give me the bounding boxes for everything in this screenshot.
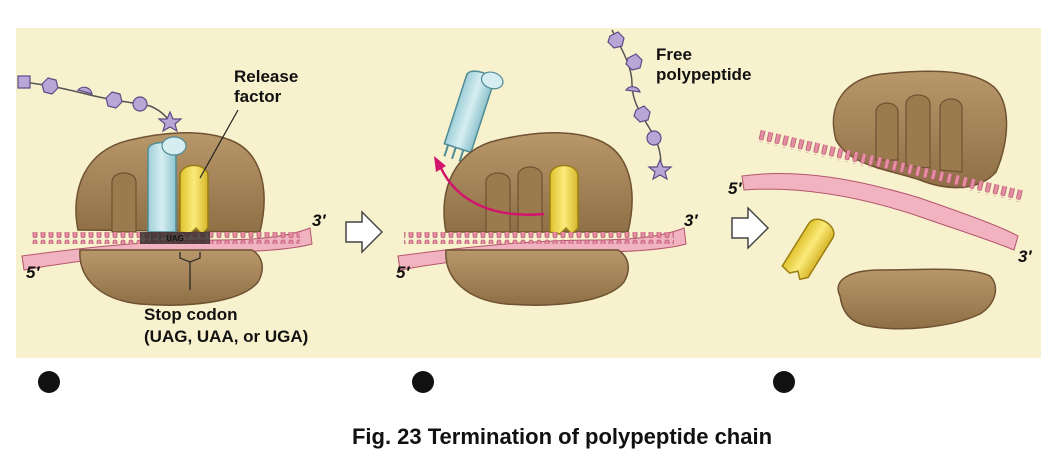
codon-label: UAG: [166, 234, 184, 243]
release-arrow: [438, 165, 545, 216]
ribosome-site: [111, 172, 137, 233]
ribosome-small-subunit: [445, 249, 630, 306]
label-release-factor-line1: Release: [234, 67, 298, 86]
ribosome-site: [939, 98, 963, 173]
step-arrow-2: [731, 206, 770, 250]
amino-acid-half: [624, 86, 641, 93]
amino-acid-circle: [646, 130, 662, 146]
amino-acid-hexagon: [105, 91, 123, 109]
amino-acid-star: [647, 158, 673, 181]
step-number-2: 2: [412, 371, 434, 393]
svg-text:1: 1: [45, 375, 53, 392]
label-release-factor-line2: factor: [234, 87, 282, 106]
mrna-3: [741, 129, 1024, 251]
panel-1: UAG Release factor Stop codon (UAG, UAA,…: [17, 67, 326, 346]
step-arrow-1: [345, 210, 384, 254]
amino-acid-circle: [132, 96, 148, 112]
ribosome-site: [905, 94, 931, 169]
trna-released: [443, 70, 504, 162]
svg-text:2: 2: [419, 375, 427, 392]
release-factor-1: [179, 164, 209, 236]
mrna-5-prime: 5′: [396, 263, 410, 282]
release-factor-3: [781, 218, 835, 281]
label-stop-codon-line2: (UAG, UAA, or UGA): [144, 327, 308, 346]
free-polypeptide: [607, 29, 673, 181]
amino-acid-hexagon: [633, 105, 651, 123]
amino-acid-hexagon: [607, 31, 625, 49]
release-factor-leader: [199, 109, 239, 179]
release-factor-2: [549, 164, 579, 236]
mrna-3-prime: 3′: [1018, 247, 1032, 266]
amino-acid-hexagon: [41, 77, 59, 95]
svg-text:3: 3: [780, 375, 788, 392]
mrna-5-prime: 5′: [728, 179, 742, 198]
ribosome-site: [875, 102, 899, 161]
release-arrowhead: [434, 156, 446, 172]
polypeptide-chain-1: [17, 75, 183, 133]
step-number-1: 1: [38, 371, 60, 393]
ribosome-site: [485, 172, 511, 233]
figure-caption: Fig. 23 Termination of polypeptide chain: [351, 424, 773, 449]
ribosome-small-subunit: [837, 268, 997, 330]
mrna-5-prime: 5′: [26, 263, 40, 282]
panel-3: 5′ 3′: [728, 70, 1032, 330]
mrna-3-prime: 3′: [312, 211, 326, 230]
amino-acid-square: [17, 75, 31, 89]
mrna-3-prime: 3′: [684, 211, 698, 230]
panel-2: Free polypeptide 3′ 5′: [396, 29, 751, 306]
step-number-3: 3: [773, 371, 795, 393]
amino-acid-hexagon: [625, 53, 643, 71]
amino-acid-half: [76, 86, 93, 95]
ribosome-site: [517, 166, 543, 233]
ribosome-small-subunit: [79, 249, 264, 306]
label-stop-codon-line1: Stop codon: [144, 305, 237, 324]
amino-acid-star: [157, 110, 183, 133]
label-free-line2: polypeptide: [656, 65, 751, 84]
label-free-line1: Free: [656, 45, 692, 64]
